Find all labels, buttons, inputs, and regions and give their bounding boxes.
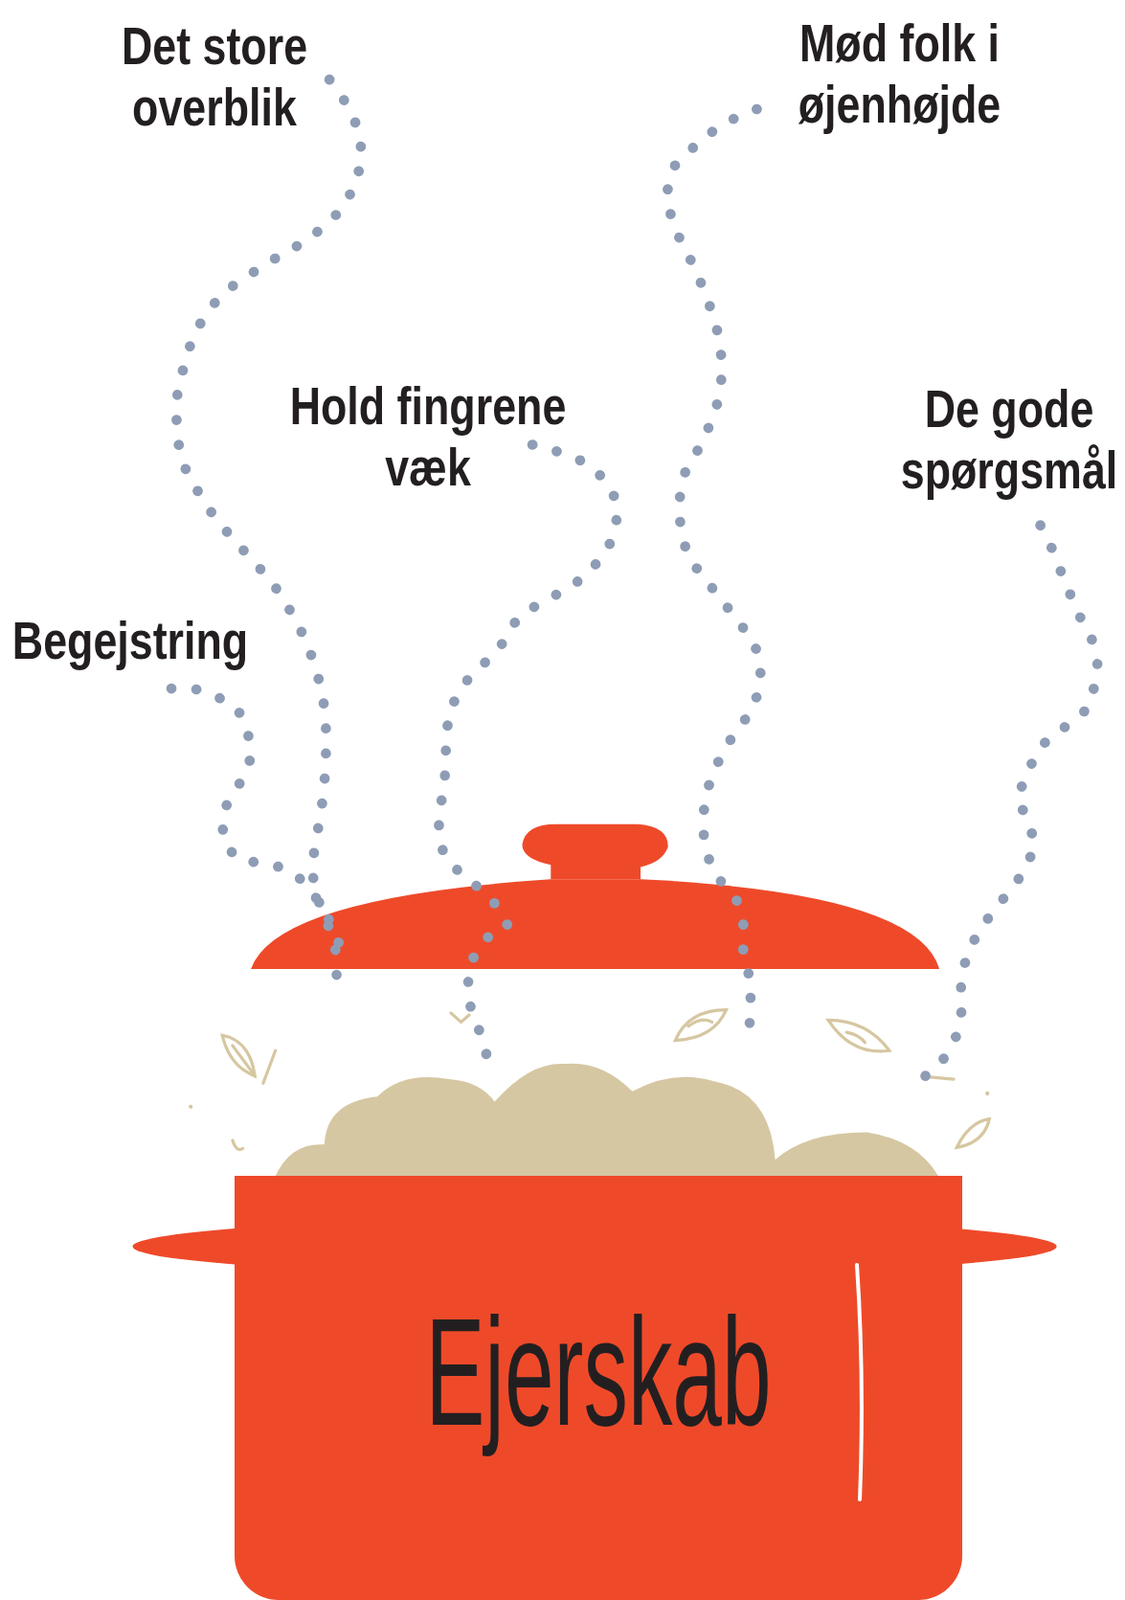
steam-label: Hold fingrene væk [282,375,574,498]
pot-label: Ejerskab [387,1290,810,1454]
steam-label: Mød folk i øjenhøjde [789,12,1009,135]
lid-knob [521,824,668,880]
steam-label: Det store overblik [111,15,318,138]
steam-label: De gode spørgsmål [894,378,1125,501]
leaves [188,1010,990,1150]
pot-body: Ejerskab [234,1175,963,1600]
pot-highlight [856,1264,862,1500]
pot-lid [250,878,940,969]
pot-contents [275,1063,939,1176]
steam-label: Begejstring [3,609,257,672]
steam-trails [171,79,1098,1094]
